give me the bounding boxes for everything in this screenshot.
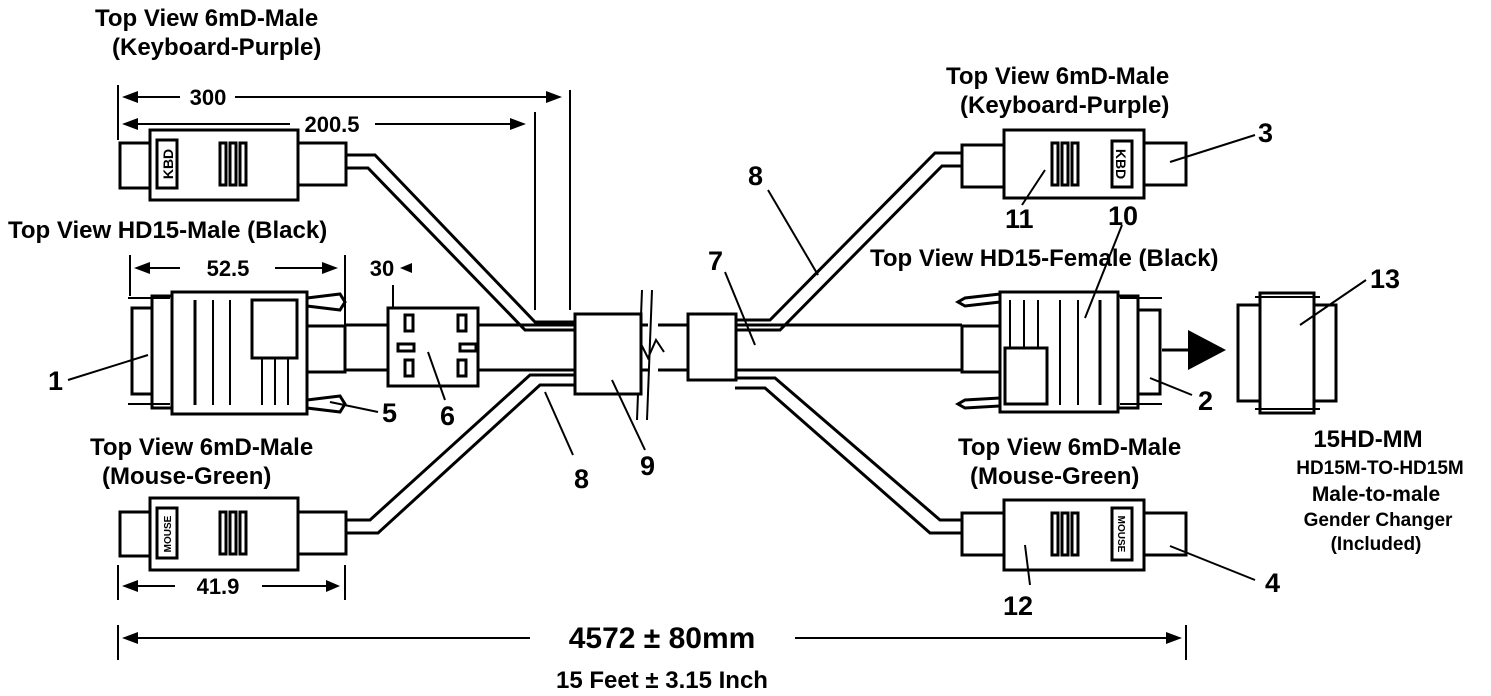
label-gender-changer-model: 15HD-MM	[1313, 426, 1422, 453]
dimension-lines	[117, 85, 1187, 660]
dim-52-5: 52.5	[207, 256, 250, 281]
callout-10: 10	[1108, 201, 1138, 231]
connector-kbd-right: KBD	[960, 128, 1188, 200]
label-mouse-right-2: (Mouse-Green)	[970, 463, 1139, 490]
cable-branch-mouse-left	[345, 373, 575, 535]
dim-30: 30	[370, 256, 394, 281]
label-mouse-left-1: Top View 6mD-Male	[90, 434, 313, 461]
label-kbd-left-2: (Keyboard-Purple)	[112, 34, 321, 61]
callout-6: 6	[440, 401, 455, 431]
callout-9: 9	[640, 451, 655, 481]
label-mouse-right-1: Top View 6mD-Male	[958, 434, 1181, 461]
gender-changer	[1236, 291, 1338, 415]
sleeve-right	[686, 312, 738, 382]
label-gender-changer-4: Gender Changer	[1304, 510, 1453, 531]
callout-12: 12	[1003, 591, 1033, 621]
callout-2: 2	[1198, 386, 1213, 416]
connector-hd15-male	[128, 290, 347, 416]
callout-1: 1	[48, 366, 63, 396]
callout-8b: 8	[574, 464, 589, 494]
callout-3: 3	[1258, 118, 1273, 148]
dim-300: 300	[190, 85, 227, 110]
sleeve-left	[573, 312, 643, 396]
callout-5: 5	[382, 398, 397, 428]
cable-branch-kbd-right	[735, 151, 962, 332]
callout-7: 7	[708, 246, 723, 276]
label-gender-changer-5: (Included)	[1331, 534, 1422, 555]
mouse-right-text: MOUSE	[1115, 516, 1126, 553]
label-kbd-right-1: Top View 6mD-Male	[946, 63, 1169, 90]
label-mouse-left-2: (Mouse-Green)	[102, 463, 271, 490]
component-6	[386, 306, 480, 388]
kbd-left-text: KBD	[160, 149, 176, 179]
callout-13: 13	[1370, 264, 1400, 294]
cable-branch-mouse-right	[735, 376, 962, 535]
mouse-left-text: MOUSE	[163, 515, 174, 552]
label-kbd-left-1: Top View 6mD-Male	[95, 5, 318, 32]
callout-leaders	[67, 134, 1367, 586]
connector-mouse-right: MOUSE	[960, 498, 1188, 572]
dim-total-ft: 15 Feet ± 3.15 Inch	[556, 667, 768, 694]
dim-total-mm: 4572 ± 80mm	[569, 622, 756, 655]
connector-kbd-left: KBD	[118, 128, 348, 202]
dim-41-9: 41.9	[197, 574, 240, 599]
label-gender-changer-3: Male-to-male	[1312, 483, 1440, 506]
label-hd15-female: Top View HD15-Female (Black)	[870, 245, 1219, 272]
dim-200-5: 200.5	[304, 112, 359, 137]
arrow-to-gender-changer	[1162, 330, 1226, 370]
label-kbd-right-2: (Keyboard-Purple)	[960, 92, 1169, 119]
kbd-right-text: KBD	[1113, 149, 1129, 179]
callout-8a: 8	[748, 161, 763, 191]
callout-4: 4	[1265, 568, 1280, 598]
cable-branch-kbd-left	[345, 153, 575, 332]
label-gender-changer-2: HD15M-TO-HD15M	[1296, 458, 1464, 479]
connector-hd15-female	[954, 290, 1162, 414]
label-hd15-male: Top View HD15-Male (Black)	[8, 217, 327, 244]
callout-11: 11	[1005, 204, 1034, 234]
connector-mouse-left: MOUSE	[118, 496, 348, 572]
